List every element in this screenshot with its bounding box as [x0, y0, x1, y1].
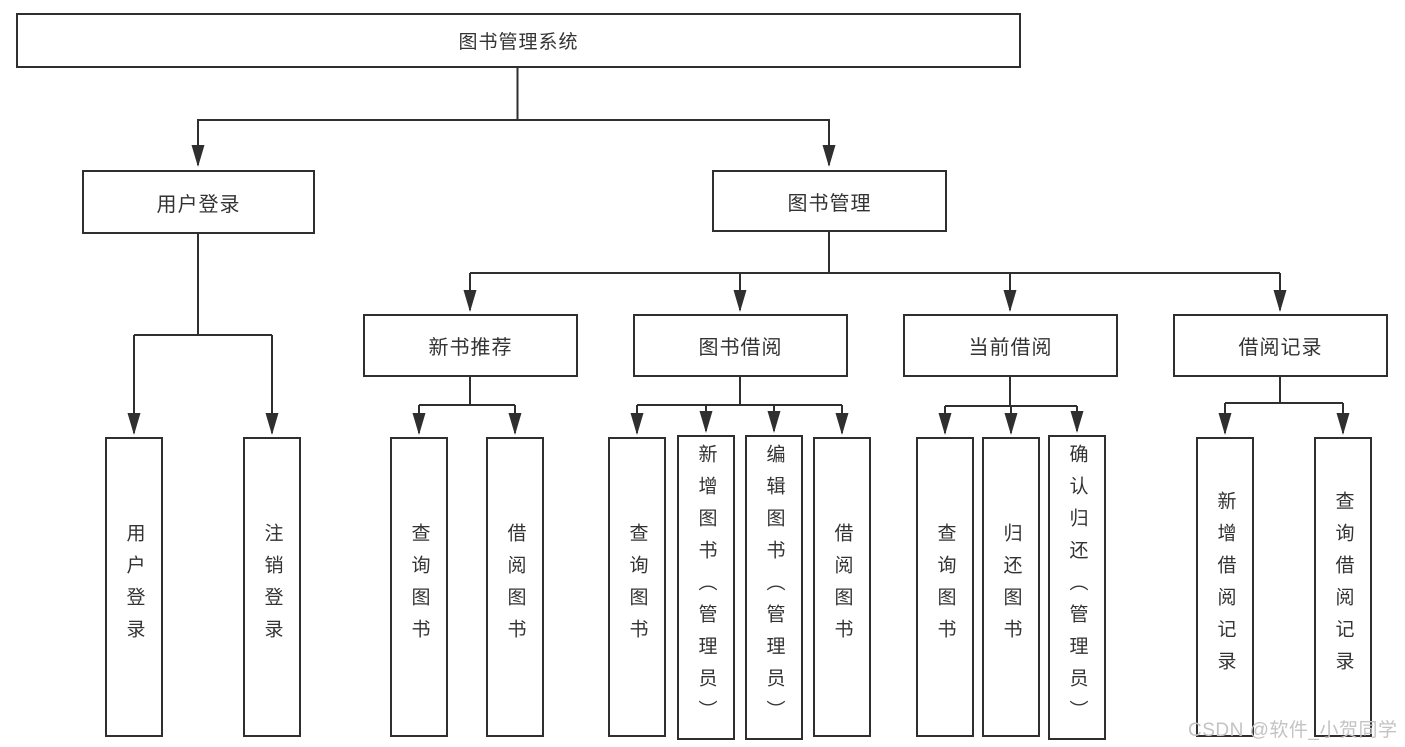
node-user-login: 用户登录	[82, 170, 315, 234]
node-leaf-query-books-recommend: 查询图书	[390, 437, 448, 737]
node-new-book-recommendation: 新书推荐	[363, 314, 578, 377]
node-leaf-query-books-borrowing: 查询图书	[608, 437, 666, 737]
watermark: CSDN @软件_小贺同学	[1188, 720, 1398, 741]
node-label: 查询图书	[408, 523, 430, 651]
node-leaf-borrow-books: 借阅图书	[813, 437, 871, 737]
node-root-library-system: 图书管理系统	[16, 13, 1021, 68]
node-book-borrowing: 图书借阅	[633, 314, 848, 377]
node-label: 注销登录	[261, 523, 283, 651]
node-leaf-query-books-current: 查询图书	[916, 437, 974, 737]
node-current-borrowing: 当前借阅	[903, 314, 1118, 377]
node-label: 归还图书	[1000, 523, 1022, 651]
node-book-management: 图书管理	[712, 170, 947, 232]
node-label: 查询图书	[934, 523, 956, 651]
node-label: 用户登录	[123, 523, 145, 651]
node-label: 编辑图书（管理员）	[763, 443, 785, 732]
node-label: 图书借阅	[698, 337, 783, 359]
node-leaf-logout: 注销登录	[243, 437, 301, 737]
node-label: 新增借阅记录	[1214, 491, 1236, 683]
node-label: 图书管理	[787, 192, 872, 215]
node-borrowing-records: 借阅记录	[1173, 314, 1388, 377]
node-label: 查询图书	[626, 523, 648, 651]
node-leaf-confirm-return-admin: 确认归还（管理员）	[1048, 435, 1106, 740]
node-leaf-edit-book-admin: 编辑图书（管理员）	[745, 435, 803, 740]
node-label: 当前借阅	[968, 337, 1053, 359]
node-label: 查询借阅记录	[1332, 491, 1354, 683]
node-leaf-query-borrow-record: 查询借阅记录	[1314, 437, 1372, 737]
node-leaf-return-book: 归还图书	[982, 437, 1040, 737]
node-label: 图书管理系统	[458, 32, 579, 53]
node-label: 新书推荐	[428, 337, 513, 359]
node-label: 借阅记录	[1238, 337, 1323, 359]
node-leaf-add-borrow-record: 新增借阅记录	[1196, 437, 1254, 737]
node-label: 确认归还（管理员）	[1066, 443, 1088, 732]
node-label: 用户登录	[156, 193, 241, 216]
node-leaf-add-book-admin: 新增图书（管理员）	[677, 435, 735, 740]
node-label: 新增图书（管理员）	[695, 443, 717, 732]
node-label: 借阅图书	[831, 523, 853, 651]
node-leaf-user-login: 用户登录	[105, 437, 163, 737]
node-leaf-borrow-books-recommend: 借阅图书	[486, 437, 544, 737]
node-label: 借阅图书	[504, 523, 526, 651]
